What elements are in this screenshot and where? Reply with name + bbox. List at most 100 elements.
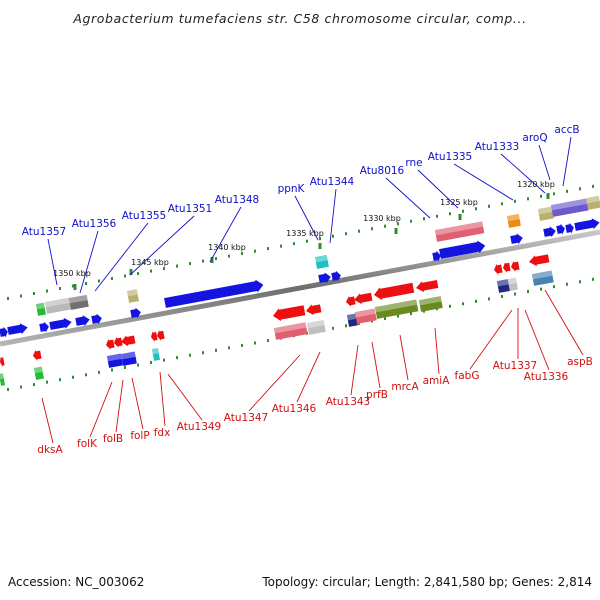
tick-mark: [527, 290, 529, 294]
tick-mark: [501, 202, 503, 206]
tick-mark: [7, 296, 9, 300]
scale-major-tick: [318, 243, 322, 249]
gene-arrow: [91, 313, 102, 325]
gene-arrow: [510, 233, 523, 245]
gene-label-forward: Atu1355: [122, 210, 167, 222]
gene-arrow: [416, 280, 439, 293]
tick-mark: [59, 378, 61, 382]
gene-arrow: [0, 326, 8, 338]
scale-label: 1330 kbp: [363, 214, 401, 223]
feature-box-body: [306, 320, 326, 335]
label-leader-line: [94, 222, 149, 292]
scale-major-tick: [210, 257, 214, 263]
feature-box: [306, 320, 326, 335]
label-leader-line: [434, 327, 440, 375]
feature-box-highlight: [33, 366, 43, 374]
gene-arrow-body: [306, 304, 322, 316]
gene-arrow-body: [151, 331, 158, 342]
scale-label: 1345 kbp: [131, 258, 169, 267]
tick-mark: [592, 277, 594, 281]
feature-box-highlight: [507, 277, 517, 285]
tick-mark: [514, 292, 516, 296]
label-leader-line: [385, 177, 431, 219]
label-leader-line: [544, 289, 584, 356]
gene-label-reverse: folP: [130, 430, 149, 442]
tick-mark: [527, 197, 529, 201]
tick-mark: [267, 339, 269, 343]
scale-label: 1350 kbp: [53, 269, 91, 278]
tick-mark: [332, 234, 334, 238]
gene-arrow-body: [331, 270, 341, 282]
gene-label-reverse: folK: [77, 438, 98, 450]
gene-arrow-body: [130, 307, 141, 319]
feature-box: [44, 297, 73, 314]
tick-mark: [59, 287, 61, 290]
gene-arrow: [273, 305, 306, 322]
feature-box-highlight: [68, 294, 88, 304]
tick-mark: [85, 282, 87, 286]
tick-mark: [241, 343, 243, 347]
tick-mark: [306, 239, 308, 243]
backbone-track: [0, 229, 600, 347]
gene-label-reverse: Atu1337: [493, 360, 538, 372]
feature-box-body: [151, 348, 160, 361]
feature-box-body: [68, 294, 89, 310]
label-leader-line: [296, 351, 321, 403]
feature-box-body: [506, 213, 521, 228]
feature-box-highlight: [106, 353, 122, 362]
scale-major-tick: [394, 228, 398, 234]
feature-box-highlight: [126, 289, 138, 297]
gene-label-reverse: fabG: [455, 370, 480, 382]
tick-mark: [332, 326, 334, 330]
label-leader-line: [500, 153, 546, 194]
gene-arrow: [331, 270, 341, 282]
gene-arrow-body: [494, 263, 503, 275]
gene-label-forward: aroQ: [522, 132, 547, 144]
gene-label-forward: ppnK: [278, 183, 306, 195]
label-leader-line: [371, 341, 381, 389]
tick-mark: [384, 224, 386, 228]
tick-mark: [189, 353, 191, 357]
label-leader-line: [538, 144, 551, 181]
gene-arrow: [75, 315, 90, 327]
gene-arrow-body: [510, 233, 523, 245]
feature-box: [531, 270, 554, 286]
gene-label-reverse: prfB: [366, 389, 388, 401]
feature-box-body: [507, 277, 518, 291]
feature-box-highlight: [346, 313, 357, 321]
gene-arrow: [556, 223, 565, 235]
feature-box-body: [585, 195, 600, 210]
feature-box: [273, 322, 308, 340]
feature-box-body: [44, 297, 73, 314]
tick-mark: [228, 346, 230, 350]
label-leader-line: [41, 397, 54, 444]
gene-label-reverse: Atu1349: [177, 421, 222, 433]
gene-arrow: [374, 282, 415, 301]
gene-arrow: [7, 323, 28, 335]
tick-mark: [397, 314, 399, 318]
feature-box: [507, 277, 518, 291]
gene-arrow: [565, 222, 574, 234]
tick-mark: [449, 212, 451, 216]
gene-arrow-body: [439, 240, 486, 259]
feature-box: [585, 195, 600, 210]
feature-box-highlight: [0, 373, 4, 380]
gene-label-reverse: mrcA: [391, 381, 419, 393]
label-leader-line: [79, 230, 99, 294]
gene-label-forward: rne: [405, 157, 422, 169]
feature-box-highlight: [418, 296, 442, 306]
gene-label-reverse: dksA: [37, 444, 63, 456]
scale-major-tick: [73, 284, 77, 290]
feature-box-body: [354, 308, 377, 324]
gene-label-forward: Atu1344: [310, 176, 355, 188]
tick-mark: [319, 237, 321, 241]
gene-label-forward: Atu1351: [168, 203, 213, 215]
feature-box-body: [273, 322, 308, 340]
tick-mark: [436, 214, 438, 218]
feature-box: [496, 279, 510, 293]
tick-mark: [46, 289, 48, 293]
tick-mark: [579, 280, 581, 284]
tick-mark: [85, 373, 87, 377]
label-leader-line: [417, 169, 459, 209]
feature-box-body: [531, 270, 554, 286]
